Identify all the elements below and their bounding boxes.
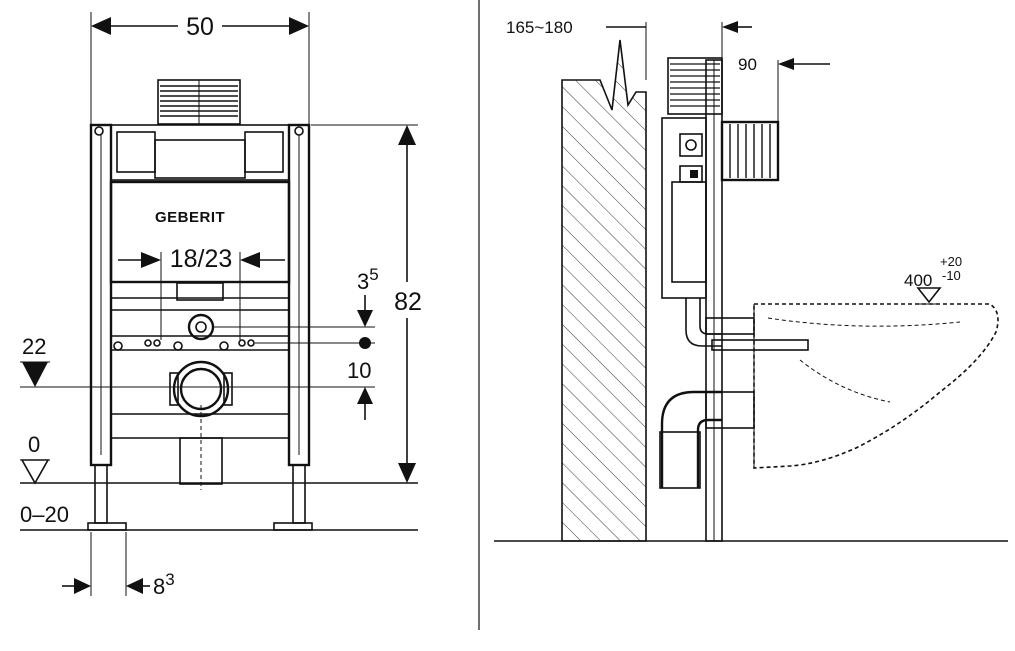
seat-height-value: 400 xyxy=(904,271,932,290)
width-dimension: 50 xyxy=(90,12,310,125)
floor-range-value: 0–20 xyxy=(20,502,69,527)
offset-value: 35 xyxy=(357,265,379,294)
foot-value: 83 xyxy=(153,570,175,599)
wall-range-dimension: 165~180 xyxy=(506,18,647,80)
height-value: 82 xyxy=(394,288,422,316)
drain-outlet xyxy=(20,360,375,418)
height-dimension: 82 xyxy=(311,124,422,484)
spacing-value: 18/23 xyxy=(170,245,233,273)
foot-value-base: 8 xyxy=(153,574,165,599)
side-frame xyxy=(659,57,809,542)
supply-fittings xyxy=(113,313,375,351)
floor-level-value: 0 xyxy=(28,432,40,457)
seat-tolerance-plus: +20 xyxy=(940,254,962,269)
front-view: 50 xyxy=(20,12,422,599)
brand-label: GEBERIT xyxy=(155,209,225,226)
floor-range: 0–20 xyxy=(20,502,418,531)
seat-tolerance-minus: -10 xyxy=(942,268,961,283)
depth-value: 90 xyxy=(738,55,757,74)
wc-pan-outline xyxy=(753,303,999,469)
gap-value: 10 xyxy=(347,358,371,383)
wall xyxy=(561,39,647,542)
spacing-dimension: 18/23 xyxy=(118,245,285,340)
side-view: 165~180 xyxy=(494,18,1008,542)
gap-dimension: 10 xyxy=(347,358,373,420)
offset-value-sup: 5 xyxy=(369,265,378,284)
seat-height-marker: 400 +20 -10 xyxy=(904,254,962,305)
width-value: 50 xyxy=(186,13,214,41)
floor-level-marker: 0 xyxy=(20,432,418,485)
flush-box-top xyxy=(157,79,241,125)
offset-value-base: 3 xyxy=(357,269,369,294)
frame xyxy=(87,123,313,531)
depth-dimension: 90 xyxy=(721,21,830,122)
wall-range-value: 165~180 xyxy=(506,18,573,37)
outlet-height-value: 22 xyxy=(22,334,46,359)
foot-dimension: 83 xyxy=(62,532,175,599)
foot-value-sup: 3 xyxy=(165,570,174,589)
outlet-height-marker: 22 xyxy=(20,334,50,387)
offset-dimension: 35 xyxy=(357,265,379,327)
